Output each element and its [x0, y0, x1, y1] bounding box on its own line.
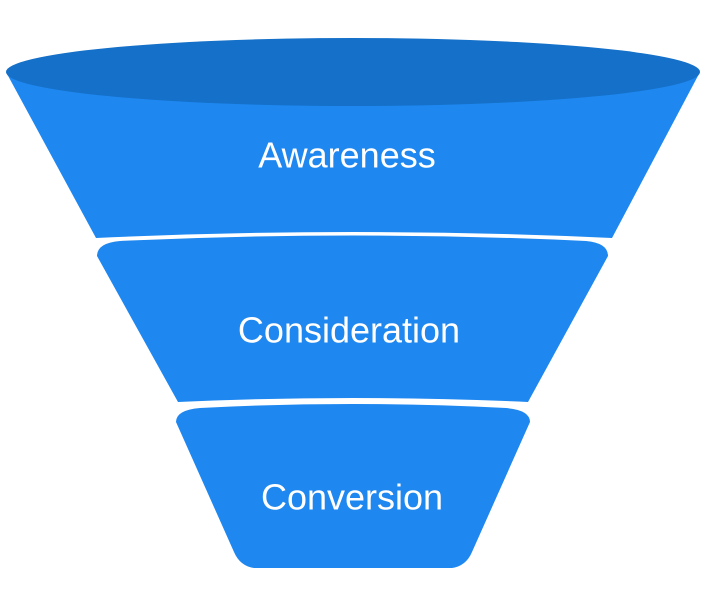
- funnel-stage-consideration: Consideration: [97, 235, 608, 402]
- funnel-stage-conversion-body: [176, 404, 530, 568]
- funnel-stage-conversion-label: Conversion: [261, 477, 443, 518]
- funnel-stage-consideration-body: [97, 235, 608, 402]
- funnel-stage-awareness: Awareness: [6, 38, 700, 238]
- funnel-stage-conversion: Conversion: [176, 404, 530, 568]
- funnel-stage-consideration-label: Consideration: [238, 310, 460, 351]
- funnel-stage-awareness-body: [6, 72, 700, 238]
- funnel-stage-awareness-rim: [6, 38, 700, 106]
- funnel-stage-awareness-label: Awareness: [258, 135, 435, 176]
